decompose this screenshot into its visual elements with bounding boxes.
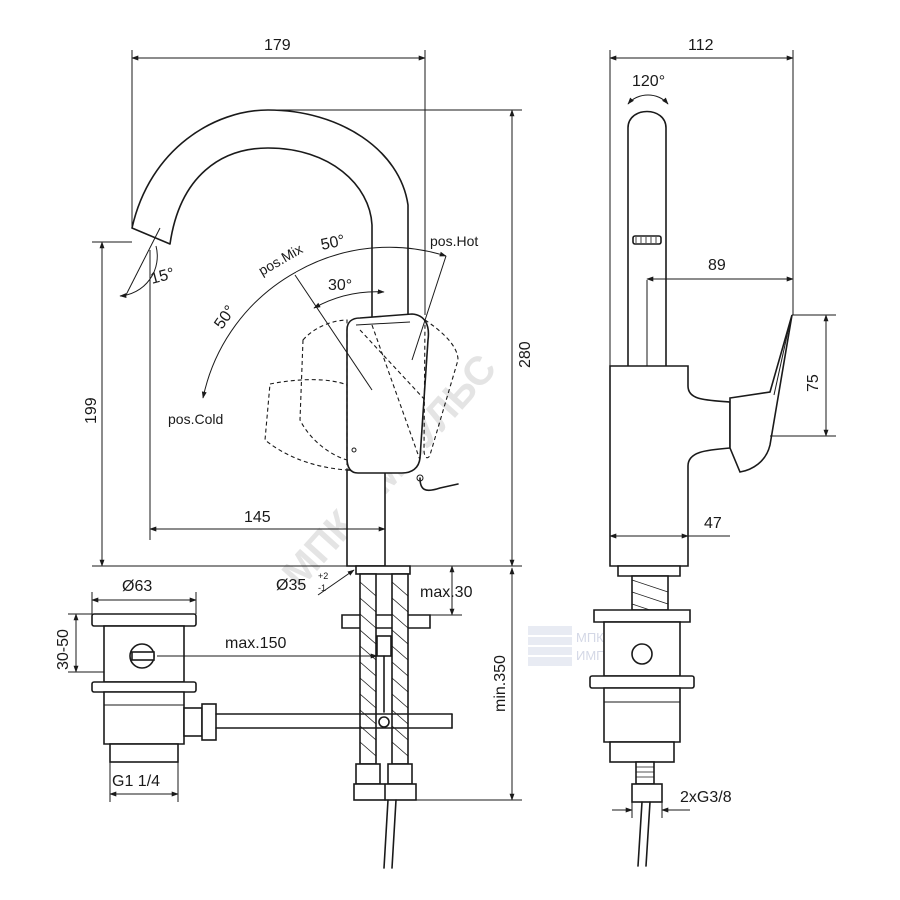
shank [355, 565, 411, 575]
dim-75: 75 [805, 374, 822, 392]
dim-max-30: max.30 [420, 584, 473, 601]
dim-waste-height: 30-50 [55, 629, 72, 670]
dim-waste-thread: G1 1/4 [112, 773, 160, 790]
dim-min-350: min.350 [492, 655, 509, 712]
dim-112: 112 [688, 37, 714, 54]
watermark: МПК ИМПУЛЬС МПК ИМПУЛЬС [274, 346, 640, 666]
mounting-plate [341, 614, 431, 629]
angle-mix: 30° [328, 277, 352, 294]
dim-hose-thread: 2xG3/8 [680, 789, 732, 806]
lever-ghost-cold [264, 379, 348, 471]
front-view-faucet: 179 280 199 145 Ø35 +2 -1 max.30 max.150… [55, 37, 534, 869]
dim-hole-tol-plus: +2 [318, 571, 328, 581]
faucet-body [346, 469, 386, 567]
dim-145: 145 [244, 509, 271, 526]
lever [346, 313, 430, 474]
dim-waste-diameter: Ø63 [122, 578, 152, 595]
lever-ghost-hot [423, 318, 459, 459]
angle-cold: 50° [211, 303, 239, 333]
position-cold: pos.Cold [168, 411, 223, 427]
position-hot: pos.Hot [430, 233, 478, 249]
angle-spout-swivel: 120° [632, 73, 665, 90]
dim-280: 280 [517, 341, 534, 368]
hoses [353, 573, 417, 869]
dim-47: 47 [704, 515, 722, 532]
angle-spout-tilt: 15° [149, 265, 177, 288]
position-mix: pos.Mix [256, 241, 306, 279]
dim-hole-tol-minus: -1 [318, 583, 326, 593]
dim-89: 89 [708, 257, 726, 274]
lever-ghost-mix [299, 319, 348, 461]
side-spout [627, 110, 667, 367]
side-lever [729, 314, 793, 473]
pop-up-waste [91, 613, 453, 763]
side-view-faucet: 112 120° 89 75 47 2xG3/8 [589, 37, 836, 867]
spout [131, 109, 409, 319]
dim-hole-diameter: Ø35 [276, 577, 306, 594]
watermark-logo-line1: МПК [576, 630, 604, 645]
dim-max-150: max.150 [225, 635, 286, 652]
dim-179: 179 [264, 37, 291, 54]
dim-199: 199 [83, 397, 100, 424]
angle-hot: 50° [319, 232, 346, 254]
watermark-logo: МПК ИМПУЛЬС [528, 626, 640, 666]
